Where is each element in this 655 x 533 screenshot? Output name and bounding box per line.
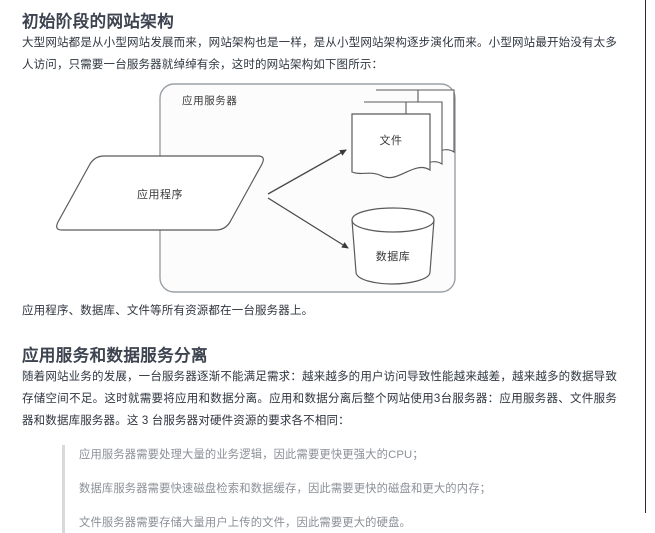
list-item: 数据库服务器需要快速磁盘检索和数据缓存，因此需要更快的磁盘和更大的内存； xyxy=(79,483,492,495)
database-label: 数据库 xyxy=(376,249,411,263)
app-program-label: 应用程序 xyxy=(137,187,183,201)
list-item: 文件服务器需要存储大量用户上传的文件，因此需要更大的硬盘。 xyxy=(79,517,411,529)
diagram-canvas: 应用服务器 应用程序 文件 xyxy=(56,83,456,293)
app-program-shape xyxy=(56,155,264,231)
database-top-ellipse xyxy=(351,219,435,233)
edge-app-to-database xyxy=(267,197,349,249)
page-title: 初始阶段的网站架构 xyxy=(22,13,175,31)
diagram-edges xyxy=(267,149,349,249)
diagram-node-app: 应用程序 xyxy=(56,155,264,231)
intro-paragraph: 大型网站都是从小型网站发展而来，网站架构也是一样，是从小型网站架构逐步演化而来。… xyxy=(22,37,617,71)
document-content: 初始阶段的网站架构 大型网站都是从小型网站发展而来，网站架构也是一样，是从小型网… xyxy=(22,13,617,533)
file-sheet-front xyxy=(351,113,431,179)
figure-caption: 应用程序、数据库、文件等所有资源都在一台服务器上。 xyxy=(22,305,314,317)
diagram-node-database: 数据库 xyxy=(351,207,435,285)
edge-app-to-files xyxy=(267,149,347,195)
list-item: 应用服务器需要处理大量的业务逻辑，因此需要更快更强大的CPU； xyxy=(79,449,424,461)
app-server-label: 应用服务器 xyxy=(182,94,238,107)
section-heading-separation: 应用服务和数据服务分离 xyxy=(22,347,208,365)
separation-paragraph: 随着网站业务的发展，一台服务器逐渐不能满足需求：越来越多的用户访问导致性能越来越… xyxy=(22,371,617,427)
diagram-node-files: 文件 xyxy=(351,89,455,179)
architecture-diagram: 应用服务器 应用程序 文件 xyxy=(22,82,617,300)
file-label: 文件 xyxy=(380,133,403,147)
database-body xyxy=(351,207,435,285)
page-right-border xyxy=(645,0,646,513)
requirements-blockquote: 应用服务器需要处理大量的业务逻辑，因此需要更快更强大的CPU； 数据库服务器需要… xyxy=(62,445,577,533)
